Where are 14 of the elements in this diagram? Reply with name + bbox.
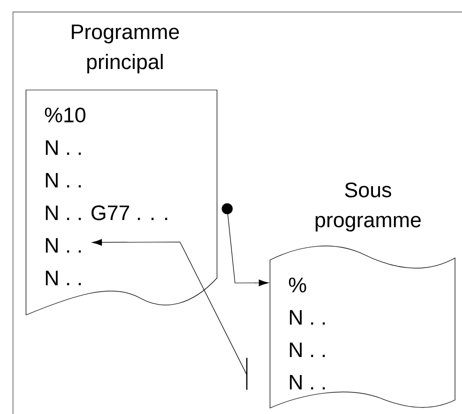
code-line: N . . (46, 140, 81, 155)
code-line: N . . G77 . . . (46, 205, 168, 220)
document-heading: Programme principal (72, 24, 179, 74)
code-line: N . . (290, 374, 325, 390)
code-line: N . . (46, 172, 81, 188)
code-line: N . . (290, 310, 325, 325)
code-line: N . . (46, 238, 81, 253)
code-line: %10 (44, 108, 86, 122)
code-line: % (288, 278, 306, 292)
arrow (92, 239, 248, 390)
code-line: N . . (290, 342, 325, 358)
code-line: N . . (46, 270, 81, 286)
arrow (222, 203, 269, 286)
document-heading: Sous programme (316, 182, 421, 232)
